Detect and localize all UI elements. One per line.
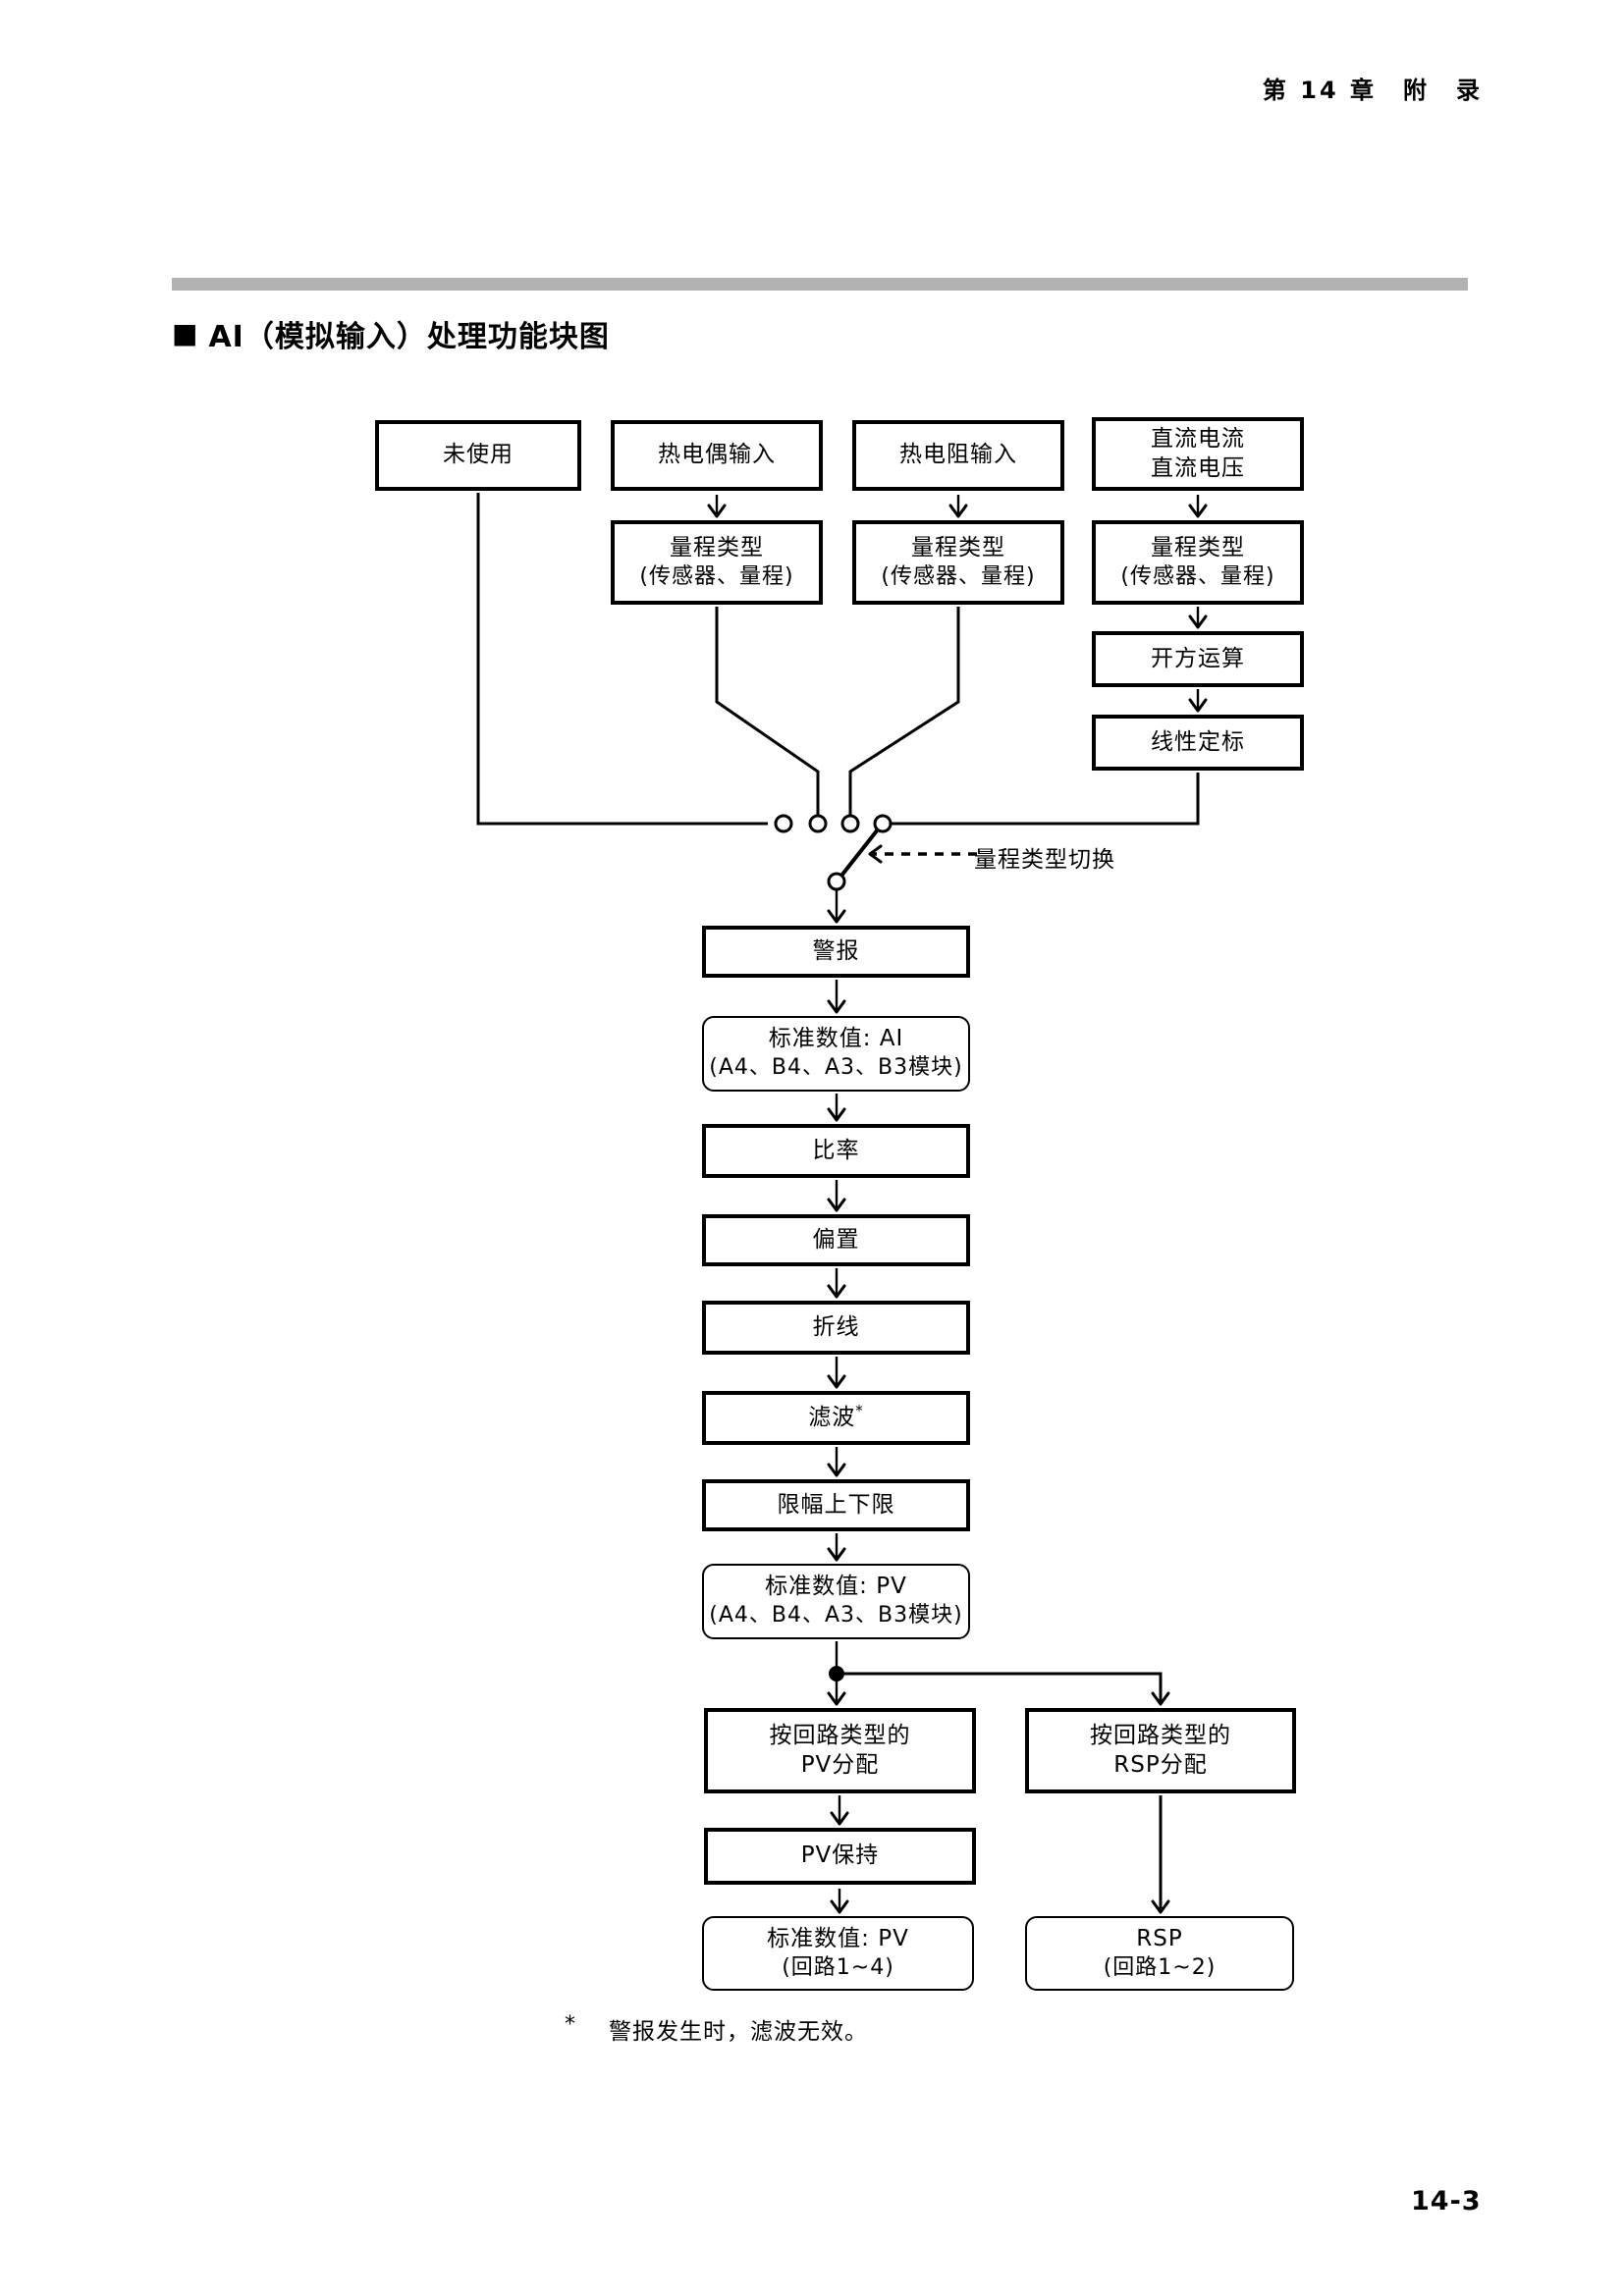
node-thermocouple-input: 热电偶输入	[611, 420, 823, 491]
node-standard-value-pv-loop: 标准数值: PV (回路1~4)	[702, 1916, 974, 1991]
node-label: (传感器、量程)	[1120, 563, 1275, 589]
node-label: 开方运算	[1151, 645, 1245, 671]
node-label: (传感器、量程)	[881, 563, 1036, 589]
node-label: 折线	[812, 1313, 860, 1340]
node-label: 标准数值: PV	[765, 1574, 907, 1600]
node-range-type-2: 量程类型 (传感器、量程)	[852, 520, 1064, 605]
switch-lever	[839, 828, 880, 878]
chapter-header: 第 14 章 附 录	[1262, 77, 1483, 104]
footnote-marker: *	[565, 2012, 576, 2037]
node-rtd-input: 热电阻输入	[852, 420, 1064, 491]
node-rsp-distribution: 按回路类型的 RSP分配	[1025, 1708, 1296, 1793]
wire-range2-to-switch	[848, 607, 960, 816]
switch-contact-circle	[774, 814, 793, 833]
node-label: 按回路类型的	[769, 1722, 911, 1748]
node-label: PV分配	[800, 1751, 880, 1778]
node-range-type-3: 量程类型 (传感器、量程)	[1092, 520, 1304, 605]
node-label: 量程类型	[670, 534, 764, 561]
range-switch-symbol	[774, 814, 977, 891]
node-label: 量程类型	[1151, 534, 1245, 561]
switch-contact-circle	[840, 814, 860, 833]
node-label: 热电偶输入	[658, 442, 776, 468]
arrow-wires	[707, 495, 1208, 1914]
node-label: 直流电流	[1151, 425, 1245, 452]
node-label: 热电阻输入	[899, 442, 1017, 468]
node-label: (回路1~2)	[1103, 1954, 1217, 1980]
node-label: (传感器、量程)	[639, 563, 794, 589]
switch-pole-circle	[827, 872, 846, 891]
junction-dot	[829, 1666, 844, 1682]
node-label: 按回路类型的	[1090, 1722, 1231, 1748]
section-divider-bar	[172, 278, 1468, 291]
footnote: * 警报发生时，滤波无效。	[565, 2012, 868, 2046]
node-label: RSP分配	[1113, 1751, 1208, 1778]
wire-range1-to-switch	[715, 607, 820, 816]
node-unused: 未使用	[375, 420, 581, 491]
node-label: RSP	[1136, 1925, 1183, 1951]
footnote-text: 警报发生时，滤波无效。	[609, 2019, 868, 2045]
node-standard-value-pv-module: 标准数值: PV (A4、B4、A3、B3模块)	[702, 1564, 970, 1639]
section-marker-icon: ■	[172, 317, 199, 349]
wire-branch-to-rspdist	[837, 1672, 1170, 1706]
node-label: 直流电压	[1151, 454, 1245, 481]
node-label: 比率	[812, 1137, 860, 1163]
node-rsp-loop: RSP (回路1~2)	[1025, 1916, 1294, 1991]
node-alarm: 警报	[702, 926, 970, 978]
filter-footnote-ref: *	[855, 1401, 864, 1419]
filter-label: 滤波	[808, 1404, 856, 1430]
node-label: 线性定标	[1151, 728, 1245, 755]
wire-linear-to-switch	[891, 773, 1200, 826]
plain-wires	[476, 493, 1200, 1914]
node-bias: 偏置	[702, 1214, 970, 1266]
page-number: 14-3	[1411, 2186, 1482, 2216]
node-label: 滤波*	[808, 1401, 864, 1433]
node-standard-value-ai: 标准数值: AI (A4、B4、A3、B3模块)	[702, 1016, 970, 1092]
node-linear-scaling: 线性定标	[1092, 715, 1304, 771]
node-label: 标准数值: PV	[767, 1925, 909, 1951]
node-filter: 滤波*	[702, 1391, 970, 1445]
node-label: 警报	[812, 937, 860, 964]
section-title: ■ AI（模拟输入）处理功能块图	[172, 312, 610, 355]
switch-contact-circle	[873, 814, 893, 833]
node-label: 偏置	[812, 1226, 860, 1253]
switch-label: 量程类型切换	[974, 847, 1115, 873]
node-label: 未使用	[443, 442, 514, 468]
node-limit-bounds: 限幅上下限	[702, 1479, 970, 1531]
switch-contact-circle	[808, 814, 828, 833]
node-ratio: 比率	[702, 1124, 970, 1178]
node-broken-line: 折线	[702, 1301, 970, 1355]
node-label: (回路1~4)	[782, 1954, 894, 1980]
node-range-type-1: 量程类型 (传感器、量程)	[611, 520, 823, 605]
node-label: 量程类型	[911, 534, 1005, 561]
section-title-text: AI（模拟输入）处理功能块图	[208, 320, 610, 354]
node-label: 标准数值: AI	[768, 1026, 904, 1052]
node-label: PV保持	[800, 1842, 880, 1869]
node-dc-input: 直流电流 直流电压	[1092, 417, 1304, 491]
node-label: (A4、B4、A3、B3模块)	[709, 1055, 963, 1081]
node-pv-distribution: 按回路类型的 PV分配	[704, 1708, 976, 1793]
node-pv-hold: PV保持	[704, 1828, 976, 1885]
node-label: 限幅上下限	[777, 1491, 895, 1518]
node-square-root: 开方运算	[1092, 631, 1304, 687]
node-label: (A4、B4、A3、B3模块)	[709, 1603, 963, 1629]
